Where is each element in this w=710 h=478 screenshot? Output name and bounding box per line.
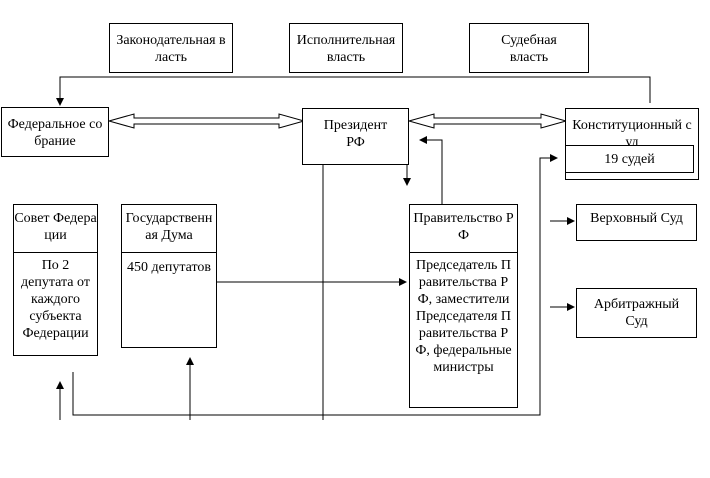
- arrow-government-president: [419, 136, 443, 204]
- legislative-branch-box: Законодательная власть: [109, 23, 233, 73]
- executive-branch-box: Исполнительная власть: [289, 23, 403, 73]
- supreme-court-label: Верховный Суд: [590, 211, 683, 226]
- federation-council-divider: [13, 252, 98, 253]
- federal-assembly-box: Федеральное собрание: [1, 107, 109, 157]
- federation-council-title: Совет Федерации: [14, 211, 97, 243]
- bottom-bus-line: [72, 154, 558, 416]
- arbitration-court-label: Арбитражный Суд: [593, 297, 680, 329]
- state-duma-composition: 450 депутатов: [126, 260, 211, 275]
- top-bus-line: [56, 76, 651, 106]
- government-divider: [409, 252, 518, 253]
- judicial-branch-box: Судебная власть: [469, 23, 589, 73]
- government-box: [409, 204, 518, 408]
- federation-council-box: [13, 204, 98, 356]
- arbitration-court-box: Арбитражный Суд: [576, 288, 697, 338]
- executive-branch-label: Исполнительная власть: [296, 33, 396, 65]
- state-duma-title: Государственная Дума: [125, 211, 213, 243]
- legislative-branch-label: Законодательная власть: [116, 33, 226, 65]
- double-arrow-assembly-president: [107, 113, 306, 129]
- president-box: Президент РФ: [302, 108, 409, 165]
- supreme-court-box: Верховный Суд: [576, 204, 697, 241]
- state-duma-divider: [121, 252, 217, 253]
- government-title: Правительство РФ: [413, 211, 514, 243]
- federal-assembly-label: Федеральное собрание: [7, 117, 103, 149]
- government-composition: Председатель Правительства РФ, заместите…: [415, 258, 512, 375]
- constitutional-court-composition-box: 19 судей: [565, 145, 694, 173]
- constitutional-court-composition: 19 судей: [604, 152, 655, 167]
- state-duma-box: [121, 204, 217, 348]
- president-label: Президент РФ: [323, 118, 388, 150]
- judicial-branch-label: Судебная власть: [501, 33, 557, 65]
- federation-council-composition: По 2 депутата от каждого субъекта Федера…: [21, 258, 90, 341]
- double-arrow-president-court: [407, 113, 568, 129]
